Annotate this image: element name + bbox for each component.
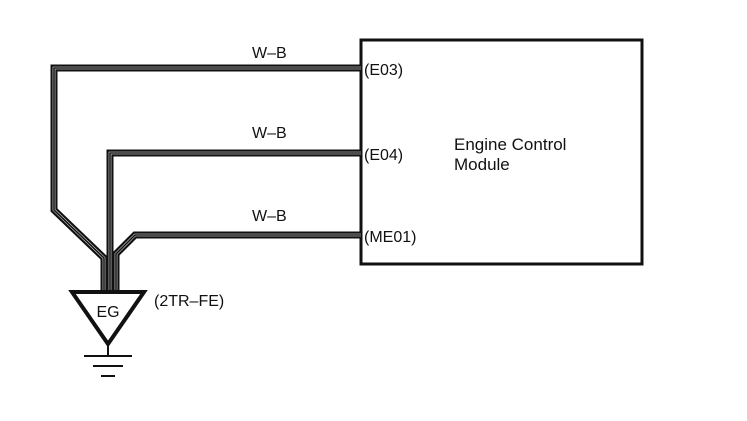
ground-engine-label: (2TR–FE): [154, 293, 224, 310]
wire-e03-color-code: W–B: [252, 45, 287, 62]
terminal-e03-label: (E03): [364, 62, 403, 79]
wire-e03-core: [53, 67, 361, 292]
wire-e04-color-code: W–B: [252, 125, 287, 142]
ground-triangle: [68, 290, 148, 348]
wire-e04-gap: [108, 151, 361, 292]
wire-me01-color-code: W–B: [252, 208, 287, 225]
ground-point-eg: EG (2TR–FE): [68, 290, 224, 377]
terminal-e04-label: (E04): [364, 147, 403, 164]
wire-me01-gap: [114, 233, 361, 292]
wire-me01: W–B: [112, 208, 361, 292]
wire-me01-shield: [112, 231, 361, 292]
engine-control-module: Engine Control Module: [359, 38, 644, 266]
wire-e03: W–B: [50, 45, 361, 292]
wire-e04-shield: [106, 149, 361, 292]
wire-e03-shield: [50, 64, 361, 292]
module-box: [359, 38, 644, 266]
terminal-me01-label: (ME01): [364, 229, 416, 246]
ground-label: EG: [96, 304, 119, 321]
module-name-line2: Module: [454, 155, 510, 174]
wire-me01-core: [115, 234, 361, 292]
wire-e04-core: [109, 152, 361, 292]
module-name-line1: Engine Control: [454, 135, 566, 154]
wire-e04: W–B: [106, 125, 361, 292]
